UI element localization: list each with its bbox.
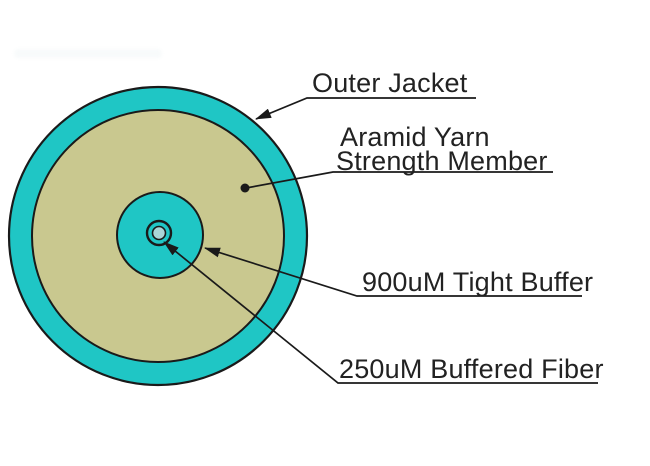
outer-jacket-leader: [255, 97, 476, 120]
fiber-core-circle: [151, 225, 167, 241]
aramid-yarn-leader: [245, 171, 553, 189]
label-aramid-yarn-line1: Aramid Yarn: [340, 122, 490, 152]
tight-buffer-leader: [204, 247, 582, 297]
buffered-fiber-leader: [163, 241, 598, 384]
label-tight-buffer: 900uM Tight Buffer: [362, 267, 593, 297]
aramid-yarn-leader-dot: [240, 183, 250, 193]
label-aramid-yarn-line2: Strength Member: [336, 146, 548, 176]
faint-watermark: [14, 49, 162, 58]
label-buffered-fiber: 250uM Buffered Fiber: [339, 354, 604, 384]
label-outer-jacket: Outer Jacket: [312, 68, 468, 98]
